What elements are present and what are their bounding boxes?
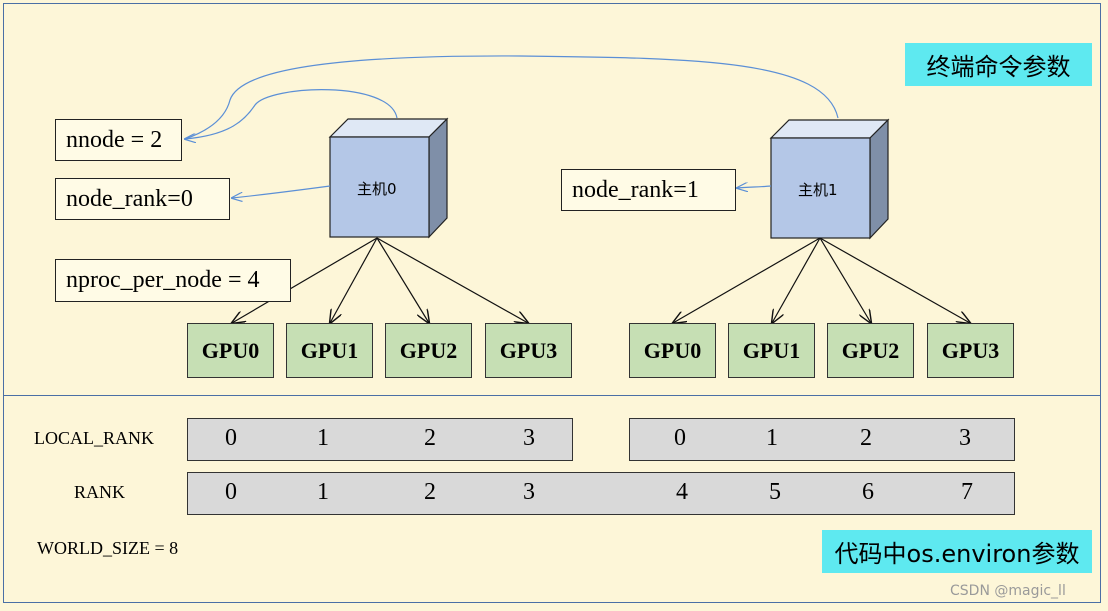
local-rank-cell: 1 <box>766 425 778 451</box>
host1-gpu3: GPU3 <box>927 323 1014 378</box>
host1-gpu1: GPU1 <box>728 323 815 378</box>
host0-gpu3: GPU3 <box>485 323 572 378</box>
rank-bar <box>187 472 1015 515</box>
host1-label: 主机1 <box>798 181 838 199</box>
host1-cube <box>769 118 890 240</box>
rank-cell: 0 <box>225 479 237 505</box>
local-rank-cell: 3 <box>523 425 535 451</box>
rank-cell: 6 <box>862 479 874 505</box>
local-rank-bar-host0 <box>187 418 573 461</box>
host0-cube <box>328 117 449 239</box>
local-rank-cell: 0 <box>225 425 237 451</box>
rank-cell: 4 <box>676 479 688 505</box>
section-divider <box>3 395 1101 396</box>
host1-gpu3-arrow <box>819 237 970 323</box>
local-rank-cell: 0 <box>674 425 686 451</box>
nnode-connector-host1 <box>184 55 839 140</box>
rank-cell: 7 <box>961 479 973 505</box>
local-rank-cell: 2 <box>424 425 436 451</box>
host1-gpu0-arrow <box>673 237 821 323</box>
local-rank-cell: 2 <box>860 425 872 451</box>
environ-args-tag: 代码中os.environ参数 <box>822 530 1092 573</box>
host0-gpu2-arrow <box>376 237 429 323</box>
rank-cell: 5 <box>769 479 781 505</box>
nnode-box: nnode = 2 <box>55 119 182 161</box>
rank-label: RANK <box>74 482 126 502</box>
watermark: CSDN @magic_ll <box>950 583 1066 599</box>
local-rank-label: LOCAL_RANK <box>34 428 154 448</box>
host1-gpu2-arrow <box>819 237 871 323</box>
rank-cell: 2 <box>424 479 436 505</box>
node-rank1-connector <box>737 186 772 188</box>
host0-gpu1: GPU1 <box>286 323 373 378</box>
local-rank-cell: 1 <box>317 425 329 451</box>
host1-gpu1-arrow <box>772 237 821 323</box>
outer-frame <box>3 3 1101 603</box>
host0-gpu0: GPU0 <box>187 323 274 378</box>
local-rank-bar-host1 <box>629 418 1015 461</box>
host0-gpu3-arrow <box>376 237 528 323</box>
terminal-args-tag: 终端命令参数 <box>905 43 1092 86</box>
world-size-label: WORLD_SIZE = 8 <box>37 538 179 558</box>
local-rank-cell: 3 <box>959 425 971 451</box>
host0-gpu0-arrow <box>232 237 378 323</box>
node-rank1-box: node_rank=1 <box>561 169 736 211</box>
host0-label: 主机0 <box>357 180 397 198</box>
nproc-per-node-box: nproc_per_node = 4 <box>55 259 291 302</box>
node-rank0-box: node_rank=0 <box>55 178 230 220</box>
rank-cell: 3 <box>523 479 535 505</box>
rank-cell: 1 <box>317 479 329 505</box>
node-rank0-connector <box>232 185 331 198</box>
host0-gpu1-arrow <box>330 237 378 323</box>
host0-gpu2: GPU2 <box>385 323 472 378</box>
nnode-connector-host0 <box>185 89 398 139</box>
host1-gpu2: GPU2 <box>827 323 914 378</box>
host1-gpu0: GPU0 <box>629 323 716 378</box>
